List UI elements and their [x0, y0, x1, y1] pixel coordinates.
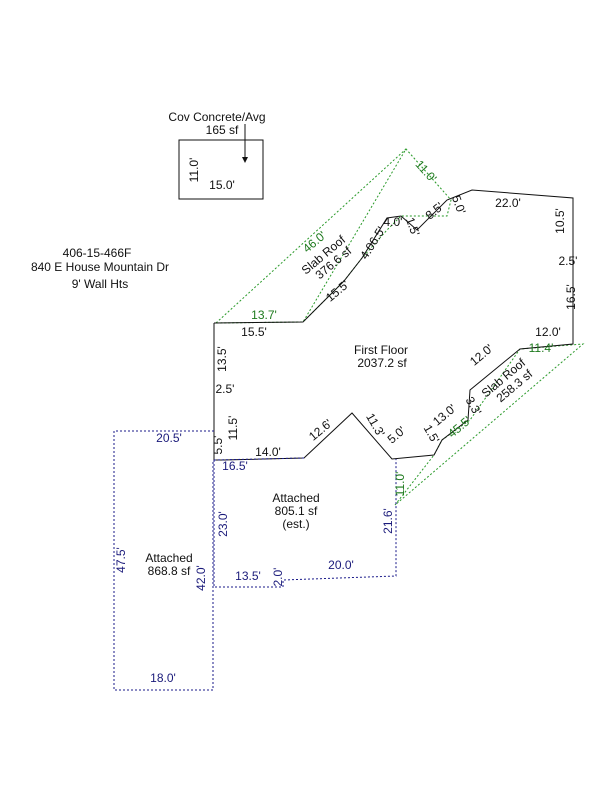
- first-floor-area: 2037.2 sf: [357, 356, 407, 370]
- cov-concrete-dim-width: 15.0': [209, 178, 235, 192]
- dim-label: 13.7': [251, 308, 277, 322]
- cov-concrete-dim-height: 11.0': [187, 158, 201, 183]
- dim-label: 2.5': [559, 254, 578, 268]
- dim-label: 11.0': [393, 472, 407, 497]
- attached-2-area: 868.8 sf: [148, 564, 191, 578]
- dim-label: 15.5': [323, 277, 352, 304]
- dim-label: 14.0': [255, 445, 281, 459]
- attached-1-title: Attached: [272, 491, 319, 505]
- dim-label: 22.0': [495, 196, 521, 210]
- dim-label: 12.6': [306, 416, 335, 443]
- arrowhead-icon: [242, 157, 248, 163]
- cov-concrete-title: Cov Concrete/Avg: [168, 110, 265, 124]
- first-floor-outline: [213, 189, 574, 461]
- dim-label: 4.06.5': [357, 224, 388, 262]
- first-floor-title: First Floor: [354, 343, 408, 357]
- dim-label: 16.5': [222, 459, 248, 473]
- dim-label: 12.0': [535, 325, 561, 339]
- dim-label: 4.0': [384, 215, 403, 229]
- cov-concrete-area: 165 sf: [206, 123, 239, 137]
- dim-label: 11.4': [529, 341, 554, 355]
- wall-heights: 9' Wall Hts: [72, 277, 129, 291]
- dim-label: 47.5': [114, 547, 128, 573]
- dim-label: 1.5': [403, 215, 423, 238]
- dim-label: 13.5': [215, 346, 229, 372]
- slab-roof-2-outline: [394, 343, 585, 506]
- attached-2-title: Attached: [145, 551, 192, 565]
- cov-concrete-outline: [178, 139, 264, 200]
- dim-label: 13.5': [235, 569, 261, 583]
- dim-label: 20.0': [328, 558, 354, 572]
- dim-label: 21.6': [381, 508, 395, 534]
- dim-label: 10.5': [553, 208, 567, 234]
- parcel-address: 840 E House Mountain Dr: [31, 260, 169, 274]
- dim-label: 42.0': [194, 565, 208, 591]
- dim-label: 3.3': [463, 394, 485, 417]
- attached-1-outline: [213, 459, 397, 588]
- dim-label: 20.5': [156, 431, 182, 445]
- dim-label: 2.0': [271, 568, 285, 587]
- attached-1-note: (est.): [282, 517, 309, 531]
- dim-label: 5.0': [385, 423, 409, 446]
- dim-label: 11.5': [226, 416, 240, 441]
- dim-label: 5.5': [211, 436, 225, 455]
- dim-label: 8.5': [423, 199, 447, 222]
- parcel-id: 406-15-466F: [63, 246, 132, 260]
- dim-label: 2.5': [216, 382, 235, 396]
- dim-label: 12.0': [467, 341, 496, 368]
- dim-label: 16.5': [564, 284, 578, 310]
- dim-label: 23.0': [216, 511, 230, 537]
- dim-label: 5.0': [449, 193, 469, 216]
- attached-1-area: 805.1 sf: [275, 504, 318, 518]
- dim-label: 18.0': [150, 671, 176, 685]
- dim-label: 15.5': [241, 325, 267, 339]
